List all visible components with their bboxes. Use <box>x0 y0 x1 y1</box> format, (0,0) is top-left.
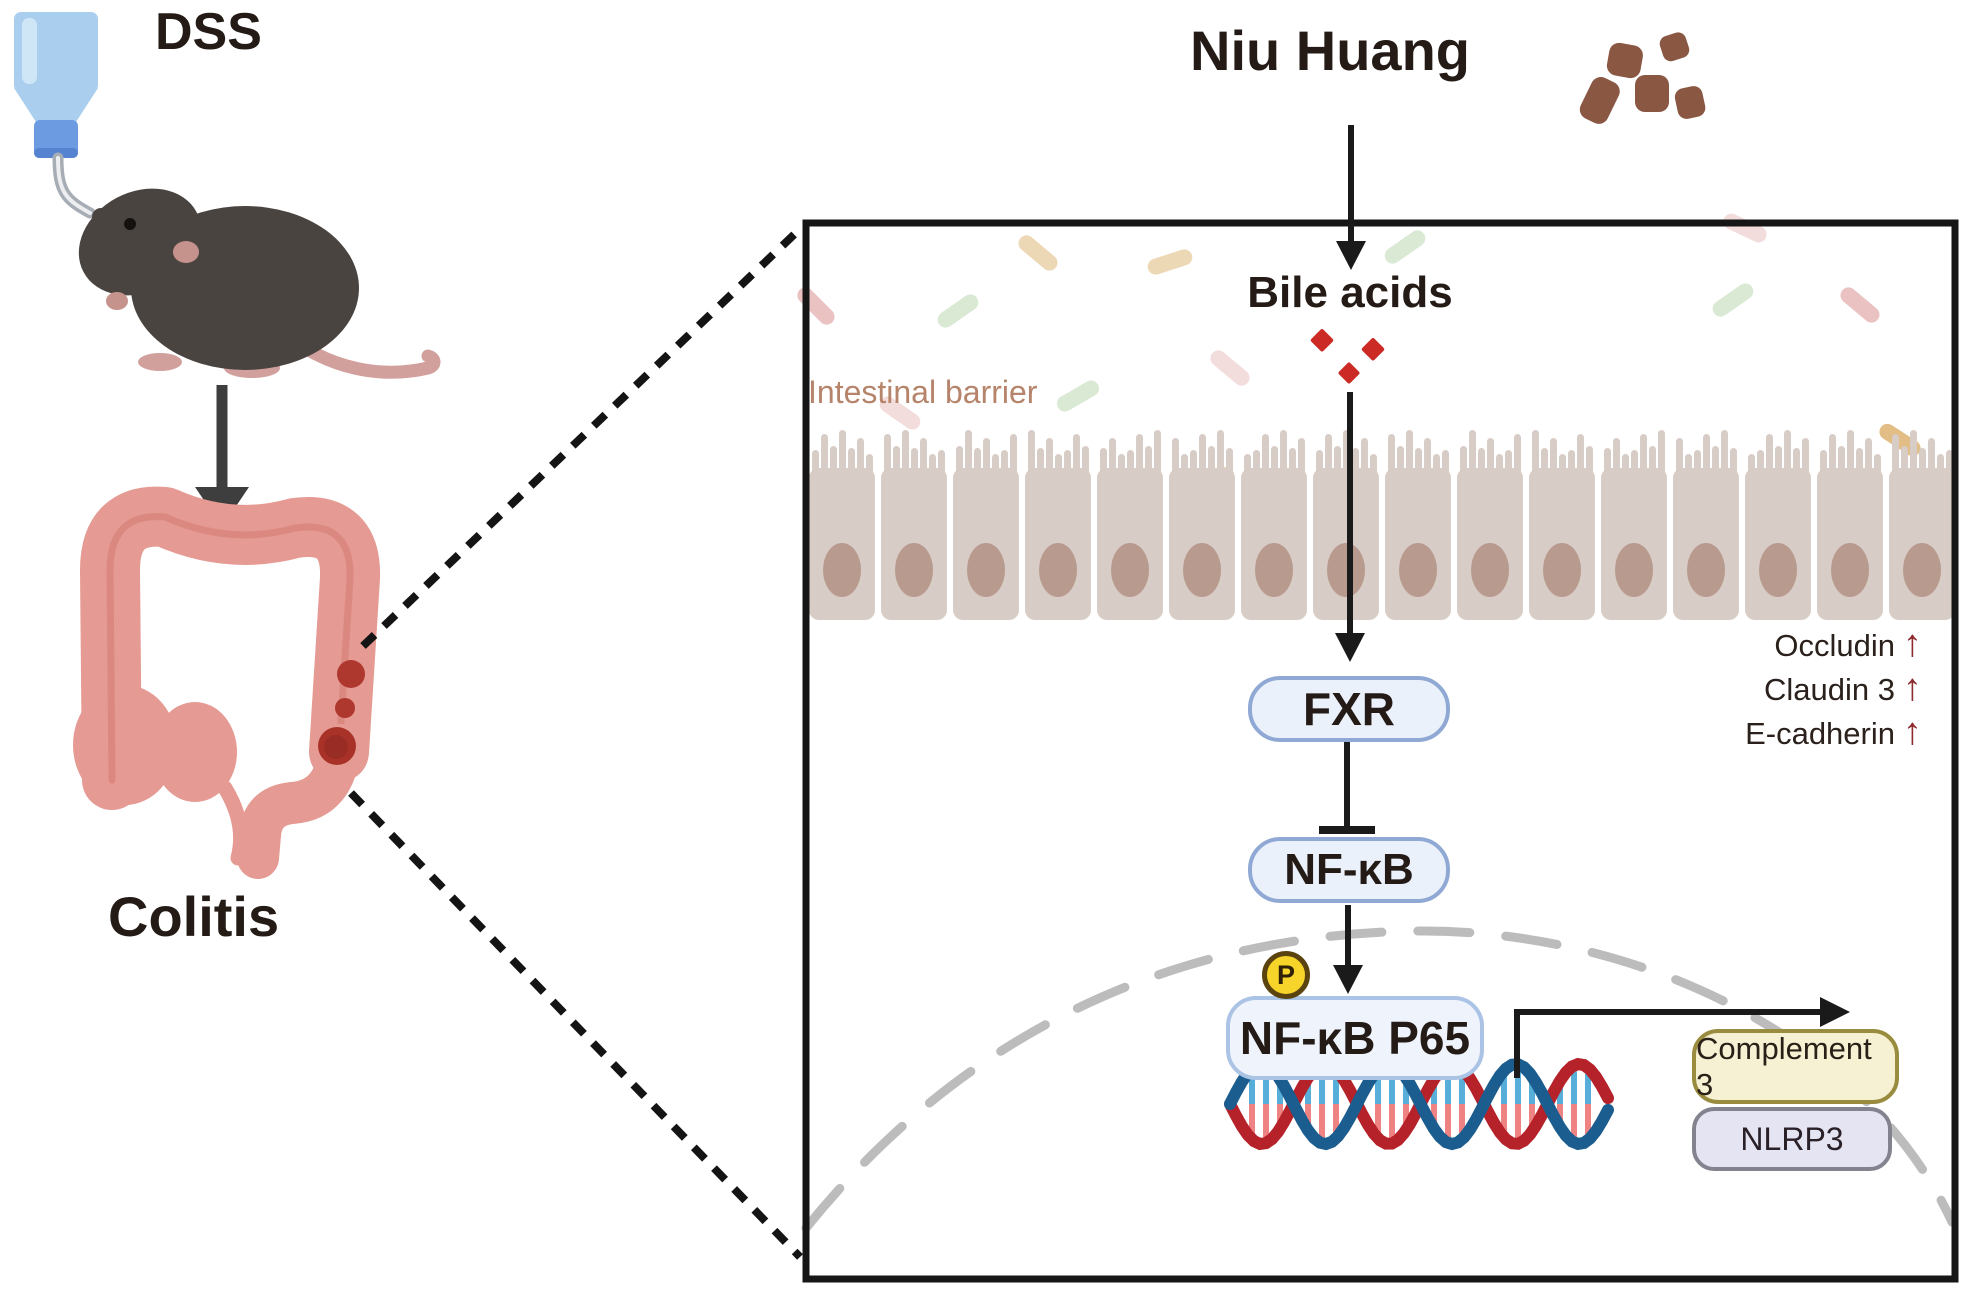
bile-acids-to-fxr-arrow <box>1335 392 1365 662</box>
phosphorylation-badge: P <box>1262 951 1310 999</box>
bacterium-pill <box>879 396 921 430</box>
up-arrow-icon: ↑ <box>1903 667 1922 709</box>
colitis-label: Colitis <box>108 885 280 948</box>
niu-huang-fragments-icon <box>1579 32 1706 124</box>
ulcer-spot <box>335 698 355 718</box>
up-arrow-icon: ↑ <box>1903 623 1922 665</box>
niu-huang-to-bile-acids-arrow <box>1336 125 1366 270</box>
nfkb-p65-box: NF-κB P65 <box>1226 996 1484 1080</box>
zoom-dashed-lines <box>348 224 805 1260</box>
dss-label: DSS <box>155 3 262 61</box>
bacterium-pill <box>1210 350 1250 386</box>
bile-acid-dots <box>1310 329 1385 384</box>
colon-icon <box>73 486 381 879</box>
nlrp3-box: NLRP3 <box>1692 1107 1892 1171</box>
bacterium-pill <box>937 294 979 328</box>
bacterium-pill <box>1384 230 1426 264</box>
nfkb-to-p65-arrow <box>1333 905 1363 994</box>
up-arrow-icon: ↑ <box>1903 711 1922 753</box>
bacterium-pill <box>1723 213 1767 243</box>
e-cadherin-label: E-cadherin <box>1745 716 1895 751</box>
dna-double-helix <box>1224 1057 1614 1151</box>
bacterium-pill <box>1712 283 1754 317</box>
occludin-label: Occludin <box>1774 628 1895 663</box>
intestinal-barrier-label: Intestinal barrier <box>808 374 1038 410</box>
ulcer-spot <box>337 660 365 688</box>
intestinal-epithelium-cells <box>809 430 1955 620</box>
pathway-arrows <box>1319 125 1850 1078</box>
water-bottle-icon <box>14 12 98 219</box>
bacterium-pill <box>1018 235 1058 271</box>
bacterium-pill <box>1840 287 1880 323</box>
complement3-box: Complement 3 <box>1692 1029 1899 1104</box>
bacterium-pill <box>797 287 835 325</box>
transcription-to-complement3-arrow <box>1514 997 1850 1078</box>
tight-junction-row: Occludin ↑ <box>1650 624 1922 668</box>
fxr-inhibits-nfkb-tbar <box>1319 742 1375 834</box>
nfkb-box: NF-κB <box>1248 837 1450 903</box>
claudin3-label: Claudin 3 <box>1764 672 1895 707</box>
zoom-panel-border <box>802 219 1959 1283</box>
mouse-icon <box>78 188 441 379</box>
tight-junction-row: E-cadherin ↑ <box>1650 712 1922 756</box>
niu-huang-title: Niu Huang <box>1190 19 1470 82</box>
tight-junction-row: Claudin 3 ↑ <box>1650 668 1922 712</box>
bacterium-pill <box>1147 249 1193 275</box>
bile-acids-label: Bile acids <box>1247 268 1453 317</box>
bacterium-pill <box>1057 380 1099 412</box>
fxr-box: FXR <box>1248 676 1450 742</box>
